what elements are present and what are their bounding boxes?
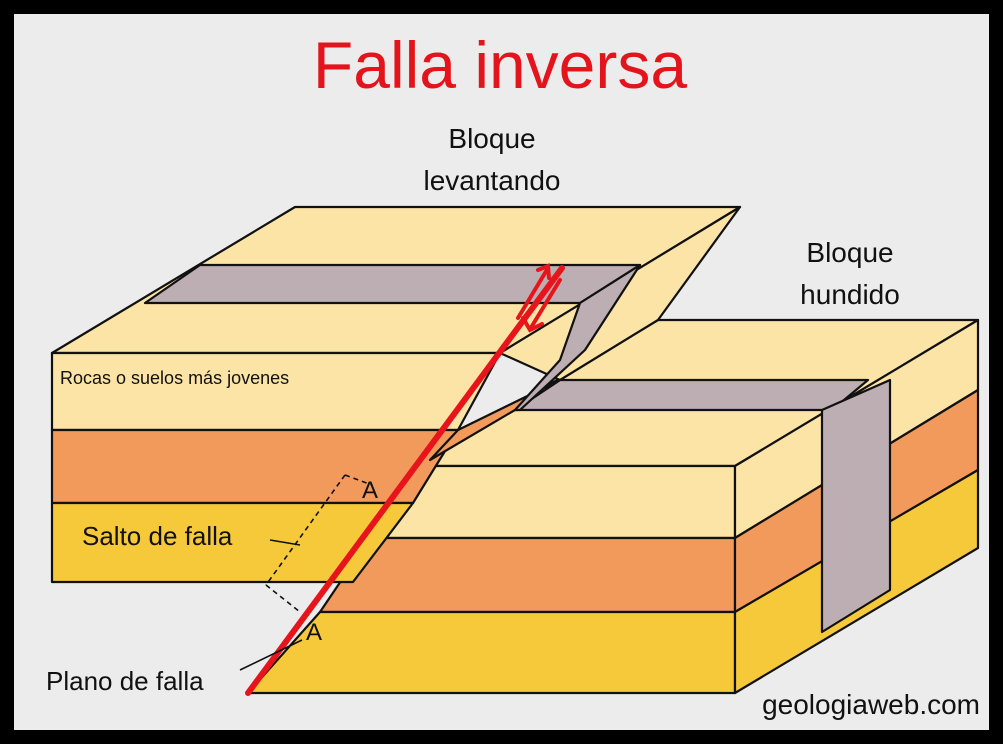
fault-plane-label: Plano de falla bbox=[46, 666, 204, 696]
downthrown-label-line2: hundido bbox=[800, 279, 900, 310]
fault-plane-leader-line bbox=[239, 639, 303, 671]
throw-label: Salto de falla bbox=[82, 521, 233, 551]
upthrown-label-line1: Bloque bbox=[448, 123, 535, 154]
upthrown-label-line2: levantando bbox=[423, 165, 560, 196]
throw-dashed-lines bbox=[265, 474, 373, 613]
throw-leader-line bbox=[269, 539, 301, 546]
young-rocks-label: Rocas o suelos más jovenes bbox=[60, 368, 289, 388]
point-a-top-label: A bbox=[362, 477, 378, 504]
upthrown-block bbox=[50, 205, 742, 584]
upthrown-grey-band-top bbox=[143, 263, 642, 305]
diagram-title: Falla inversa bbox=[313, 28, 687, 102]
upthrown-front-yellow bbox=[50, 501, 415, 584]
upthrown-front-cream bbox=[50, 351, 502, 432]
downthrown-front-orange bbox=[318, 536, 737, 614]
downthrown-block bbox=[246, 318, 980, 695]
downthrown-grey-band-top bbox=[513, 378, 870, 412]
downthrown-grey-band-side bbox=[820, 378, 892, 634]
fault-plane-line bbox=[245, 265, 565, 696]
source-credit: geologiaweb.com bbox=[762, 689, 980, 720]
downthrown-label-line1: Bloque bbox=[806, 237, 893, 268]
point-a-bottom-label: A bbox=[306, 619, 322, 646]
shear-arrows-icon bbox=[516, 263, 562, 333]
fault-face-grey bbox=[513, 263, 642, 412]
